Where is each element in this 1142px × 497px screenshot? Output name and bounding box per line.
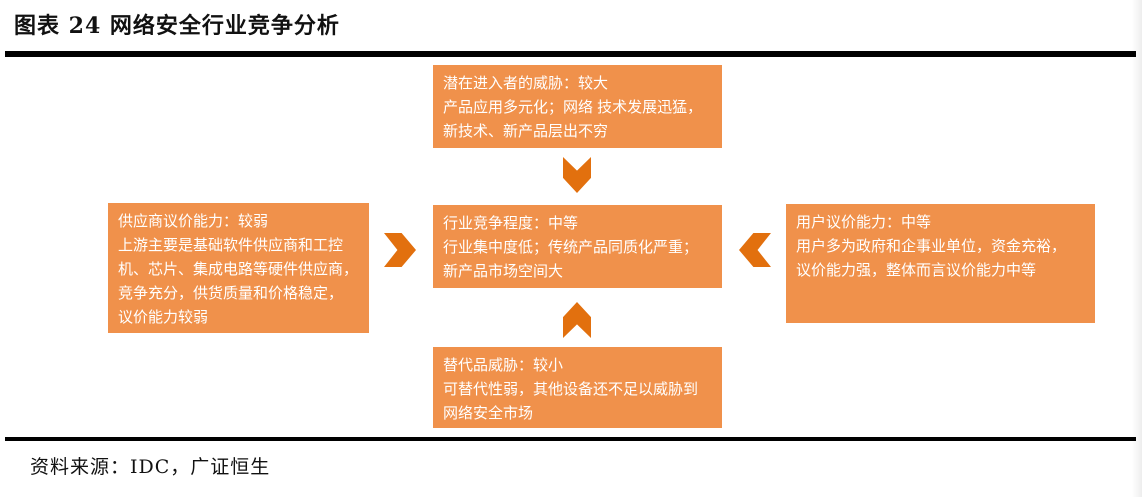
text-line: 潜在进入者的威胁：较大 [443, 75, 609, 92]
source-note: 资料来源：IDC，广证恒生 [30, 456, 271, 478]
box-text: 行业竞争程度：中等行业集中度低；传统产品同质化严重； 新产品市场空间大 [443, 212, 712, 284]
text-line: 替代品威胁：较小 [443, 357, 564, 374]
box-substitutes-threat: 替代品威胁：较小可替代性弱，其他设备还不足以威胁到网络安全市场 [433, 347, 722, 428]
box-buyer-bargaining-power: 用户议价能力：中等用户多为政府和企事业单位，资金充裕， 议价能力强，整体而言议价能… [786, 204, 1095, 323]
box-industry-rivalry: 行业竞争程度：中等行业集中度低；传统产品同质化严重； 新产品市场空间大 [433, 205, 722, 288]
chevron-down-icon [563, 157, 591, 193]
text-line: 竞争充分，供货质量和价格稳定， [118, 285, 344, 302]
text-line: 议价能力强，整体而言议价能力中等 [796, 262, 1037, 279]
text-line: 用户议价能力：中等 [796, 214, 932, 231]
box-supplier-bargaining-power: 供应商议价能力：较弱上游主要是基础软件供应商和工控机、芯片、集成电路等硬件供应商… [108, 203, 369, 333]
footer-divider-rule [5, 437, 1136, 441]
box-text: 替代品威胁：较小可替代性弱，其他设备还不足以威胁到网络安全市场 [443, 354, 712, 426]
box-new-entrants-threat: 潜在进入者的威胁：较大产品应用多元化；网络 技术发展迅猛， 新技术、新产品层出不穷 [433, 65, 722, 148]
chevron-right-icon [384, 233, 416, 267]
box-text: 供应商议价能力：较弱上游主要是基础软件供应商和工控机、芯片、集成电路等硬件供应商… [118, 210, 359, 330]
text-line: 产品应用多元化；网络 技术发展迅猛， [443, 99, 703, 116]
text-line: 上游主要是基础软件供应商和工控 [118, 237, 344, 254]
page-title: 图表 24 网络安全行业竞争分析 [14, 13, 340, 39]
text-line: 供应商议价能力：较弱 [118, 213, 269, 230]
text-line: 用户多为政府和企事业单位，资金充裕， [796, 238, 1067, 255]
text-line: 议价能力较弱 [118, 309, 209, 326]
text-line: 机、芯片、集成电路等硬件供应商， [118, 261, 359, 278]
text-line: 可替代性弱，其他设备还不足以威胁到 [443, 381, 699, 398]
text-line: 新技术、新产品层出不穷 [443, 123, 609, 140]
chevron-left-icon [739, 233, 771, 267]
box-text: 用户议价能力：中等用户多为政府和企事业单位，资金充裕， 议价能力强，整体而言议价能… [796, 211, 1085, 283]
box-text: 潜在进入者的威胁：较大产品应用多元化；网络 技术发展迅猛， 新技术、新产品层出不穷 [443, 72, 712, 144]
text-line: 网络安全市场 [443, 405, 534, 422]
title-divider-rule [5, 51, 1136, 57]
text-line: 行业集中度低；传统产品同质化严重； [443, 239, 699, 256]
chevron-up-icon [563, 302, 591, 338]
text-line: 行业竞争程度：中等 [443, 215, 579, 232]
page-edge-shadow [1132, 0, 1142, 497]
text-line: 新产品市场空间大 [443, 263, 564, 280]
